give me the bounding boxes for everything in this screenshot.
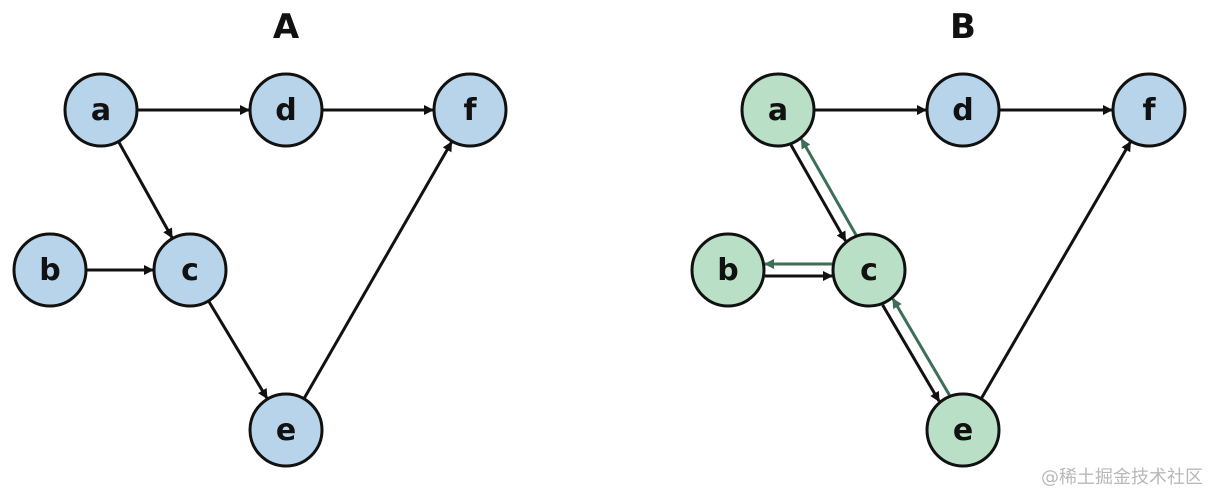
panel-a-node-f-label: f xyxy=(463,93,477,128)
panel-a-node-d: d xyxy=(248,72,324,148)
panel-b-title: B xyxy=(950,7,976,47)
panel-b-node-b-label: b xyxy=(717,253,738,288)
panel-a-node-b-circle xyxy=(12,232,88,308)
panel-a-node-a-label: a xyxy=(91,93,111,128)
panel-b-node-c-label: c xyxy=(860,253,878,288)
panel-a-node-c-label: c xyxy=(181,253,199,288)
panel-b-edges xyxy=(764,105,1132,402)
panel-a-edges xyxy=(87,105,453,400)
panel-a-node-e-label: e xyxy=(276,413,296,448)
panel-a-node-f-circle xyxy=(432,72,508,148)
panel-b-node-a-circle xyxy=(740,72,816,148)
panel-b-node-a-label: a xyxy=(768,93,788,128)
panel-a-edge-e-to-f xyxy=(303,141,453,399)
panel-a-node-c: c xyxy=(152,232,228,308)
panel-b-edge-c-to-e xyxy=(881,304,941,402)
panel-b-node-f: f xyxy=(1111,72,1187,148)
panel-b-node-c-circle xyxy=(831,232,907,308)
watermark: @稀土掘金技术社区 xyxy=(1041,467,1203,488)
panel-a-node-f: f xyxy=(432,72,508,148)
panel-b-edge-e-to-c xyxy=(891,298,951,396)
panel-a-node-b-label: b xyxy=(39,253,60,288)
panel-a-edge-c-to-e xyxy=(207,300,269,400)
panel-b-node-c: c xyxy=(831,232,907,308)
panel-b-node-b-circle xyxy=(690,232,766,308)
panel-b-node-a: a xyxy=(740,72,816,148)
panel-a-node-e: e xyxy=(248,392,324,468)
panel-b-edge-a-to-c xyxy=(789,144,847,242)
panel-a-node-c-circle xyxy=(152,232,228,308)
panel-a-node-d-label: d xyxy=(275,93,296,128)
panel-a-nodes: a d f b c e xyxy=(12,72,508,468)
panel-b-node-e-circle xyxy=(925,392,1001,468)
panel-b-node-f-label: f xyxy=(1142,93,1156,128)
panel-a-node-e-circle xyxy=(248,392,324,468)
panel-a-node-b: b xyxy=(12,232,88,308)
panel-b-edge-e-to-f xyxy=(980,141,1132,399)
panel-a-title: A xyxy=(273,7,300,47)
panel-b-edge-c-to-a xyxy=(800,138,858,236)
panel-b-node-d: d xyxy=(925,72,1001,148)
panel-b-node-f-circle xyxy=(1111,72,1187,148)
panel-b-nodes: a d f b c e xyxy=(690,72,1187,468)
panel-a-node-d-circle xyxy=(248,72,324,148)
panel-b-node-e: e xyxy=(925,392,1001,468)
panel-b-node-d-circle xyxy=(925,72,1001,148)
panel-a-node-a-circle xyxy=(63,72,139,148)
panel-a-node-a: a xyxy=(63,72,139,148)
panel-b-node-e-label: e xyxy=(953,413,973,448)
panel-b-node-b: b xyxy=(690,232,766,308)
panel-a-edge-a-to-c xyxy=(117,141,174,239)
panel-b-node-d-label: d xyxy=(952,93,973,128)
